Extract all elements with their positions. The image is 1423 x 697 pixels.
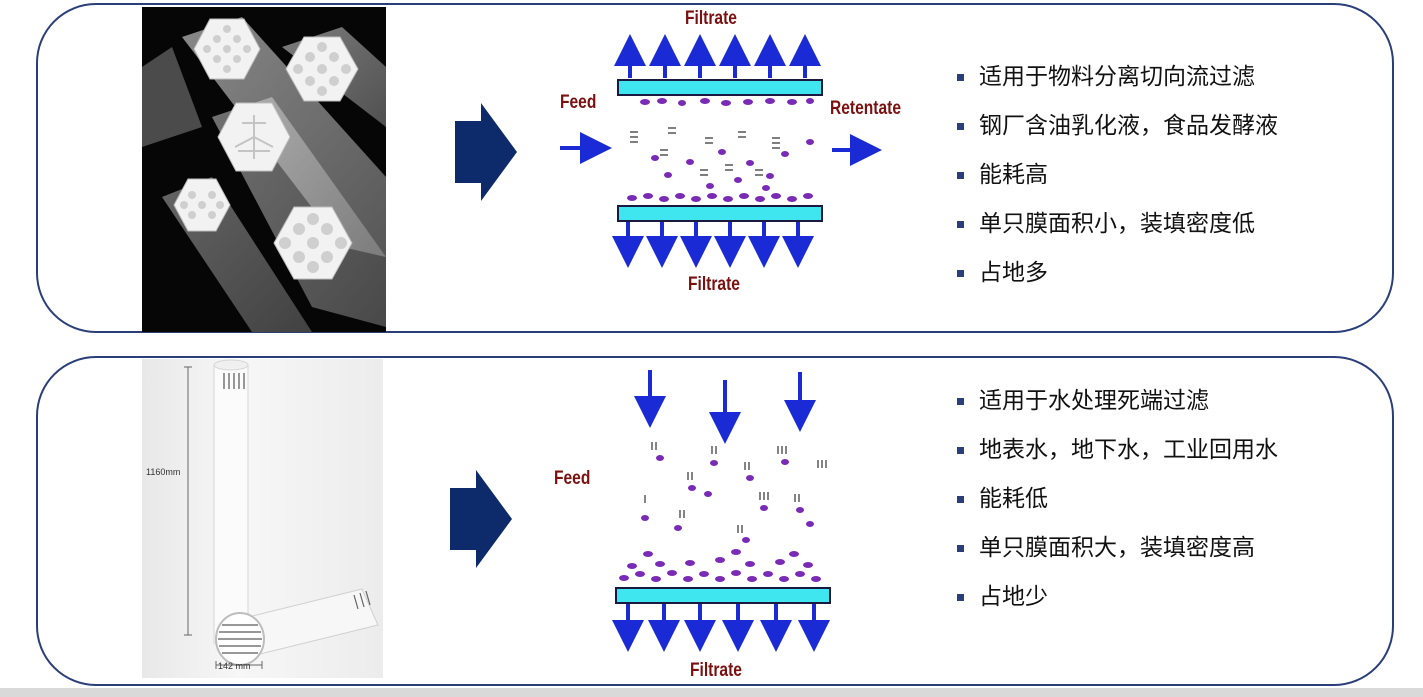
filtrate-down-arrows (612, 604, 830, 652)
membrane-top (617, 79, 823, 96)
membrane-bottom (617, 205, 823, 222)
motion-lines (644, 442, 827, 533)
diameter-dimension-label: 142 mm (218, 661, 251, 671)
motion-lines (630, 127, 780, 176)
membrane (615, 587, 831, 604)
suspended-particles (641, 455, 814, 543)
deadend-filtration-diagram: Feed Filtrate (540, 360, 870, 690)
top-feature-list: 适用于物料分离切向流过滤 钢厂含油乳化液，食品发酵液 能耗高 单只膜面积小，装填… (955, 62, 1278, 307)
feed-down-arrows (634, 370, 816, 444)
list-item: 能耗低 (955, 484, 1278, 533)
tubular-membrane-photo: 1160mm 142 mm (142, 359, 383, 678)
list-item: 单只膜面积小，装填密度低 (955, 209, 1278, 258)
particle-cake-bottom (627, 183, 813, 202)
retentate-label: Retentate (830, 98, 901, 119)
tube-elements-illustration (184, 359, 379, 669)
list-item: 占地少 (955, 582, 1278, 631)
particle-cake-top (640, 98, 814, 106)
ceramic-membrane-photo (142, 7, 386, 332)
feed-label: Feed (554, 468, 591, 489)
list-item: 适用于物料分离切向流过滤 (955, 62, 1278, 111)
filtrate-label: Filtrate (690, 660, 742, 681)
crossflow-schematic (560, 34, 882, 268)
right-arrow-icon (455, 103, 517, 201)
list-item: 地表水，地下水，工业回用水 (955, 435, 1278, 484)
list-item: 钢厂含油乳化液，食品发酵液 (955, 111, 1278, 160)
particle-cake (619, 549, 821, 582)
filtrate-bottom-label: Filtrate (688, 274, 740, 295)
filtrate-down-arrows (612, 222, 814, 268)
filtrate-up-arrows (614, 34, 821, 78)
ceramic-elements-illustration (142, 7, 386, 332)
list-item: 占地多 (955, 258, 1278, 307)
list-item: 能耗高 (955, 160, 1278, 209)
list-item: 适用于水处理死端过滤 (955, 386, 1278, 435)
suspended-particles (651, 139, 814, 183)
crossflow-filtration-diagram: Filtrate Feed Retentate Filtrate (540, 0, 940, 300)
right-arrow-icon (450, 470, 512, 568)
feed-label: Feed (560, 92, 597, 113)
footer-divider (0, 688, 1423, 697)
bottom-feature-list: 适用于水处理死端过滤 地表水，地下水，工业回用水 能耗低 单只膜面积大，装填密度… (955, 386, 1278, 631)
list-item: 单只膜面积大，装填密度高 (955, 533, 1278, 582)
filtrate-top-label: Filtrate (685, 8, 737, 29)
deadend-schematic (612, 370, 831, 652)
height-dimension-label: 1160mm (146, 467, 181, 477)
